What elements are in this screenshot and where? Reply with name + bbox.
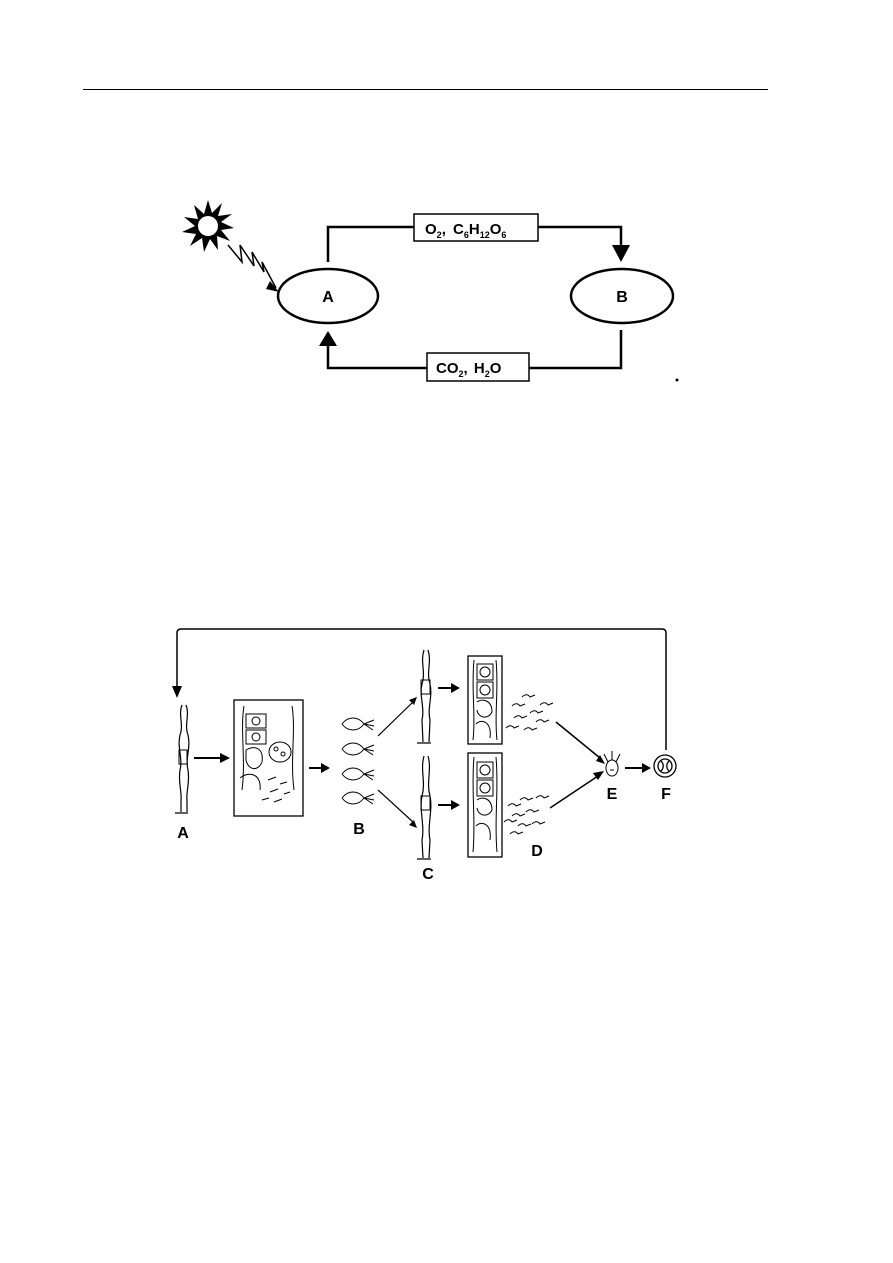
node-a: A (276, 267, 380, 325)
plant-c-upper (417, 649, 432, 744)
sperm-cells-d-upper (505, 694, 554, 731)
antheridium-box (233, 699, 304, 817)
archegonium-box-upper (467, 655, 503, 745)
svg-text:O2, C6H12O6: O2, C6H12O6 (425, 221, 506, 240)
sun-icon (182, 200, 234, 252)
label-e: E (607, 786, 618, 803)
label-d: D (531, 843, 543, 860)
plant-c-lower (417, 755, 432, 860)
label-f: F (661, 786, 671, 803)
zygote-e (603, 751, 621, 777)
svg-text:B: B (616, 289, 628, 306)
sperm-cells-b (341, 717, 375, 805)
sperm-cells-d-lower (503, 795, 550, 835)
label-a: A (177, 825, 189, 842)
plant-a (175, 704, 190, 814)
header-rule (83, 89, 768, 90)
label-c: C (422, 866, 434, 883)
top-label-box: O2, C6H12O6 (413, 213, 539, 242)
label-b: B (353, 821, 365, 838)
svg-text:A: A (322, 289, 334, 306)
svg-text:CO2, H2O: CO2, H2O (436, 360, 502, 379)
archegonium-box-lower (467, 752, 503, 858)
node-b: B (569, 267, 675, 325)
light-ray (227, 244, 277, 289)
diagram-cycle: A B O2, C6H12O6 CO2, H2O (182, 200, 679, 382)
bottom-label-box: CO2, H2O (426, 352, 530, 382)
return-arrow (176, 628, 667, 750)
spore-f (653, 754, 677, 778)
